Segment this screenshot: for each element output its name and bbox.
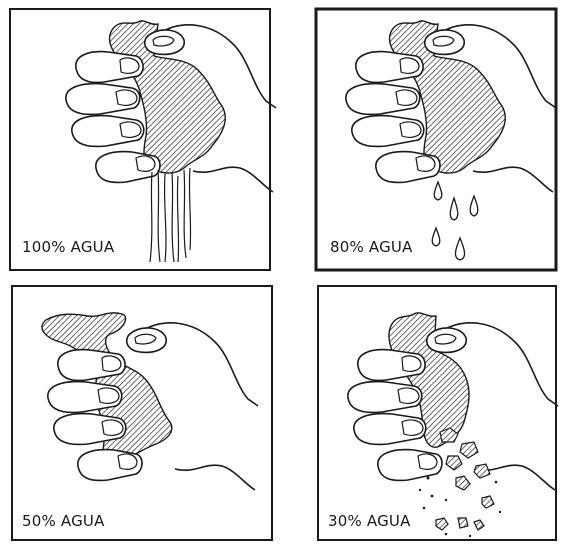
panel-100-percent-water — [10, 9, 276, 270]
panel-label-30: 30% AGUA — [328, 512, 411, 530]
panel-label-100: 100% AGUA — [22, 238, 114, 256]
panel-80-percent-water — [316, 9, 556, 270]
panel-30-percent-water — [318, 286, 558, 540]
panel-50-percent-water — [12, 286, 272, 540]
panel-label-50: 50% AGUA — [22, 512, 105, 530]
panel-label-80: 80% AGUA — [330, 238, 413, 256]
